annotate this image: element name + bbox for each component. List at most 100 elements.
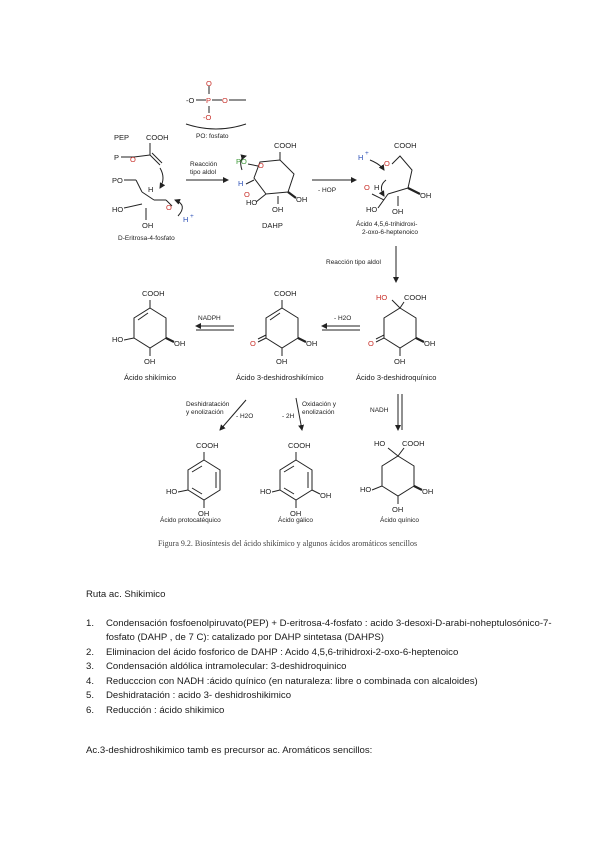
svg-text:tipo aldol: tipo aldol (190, 169, 217, 176)
protocatechuic-label: Ácido protocatéquico (160, 515, 221, 524)
heptenoic-cooh: COOH (394, 141, 417, 150)
svg-text:PO: PO (236, 157, 247, 166)
svg-text:P: P (206, 96, 211, 105)
arrow-nadph: NADPH (195, 315, 234, 331)
dehydroquinic-label: Ácido 3-deshidroquínico (356, 373, 436, 382)
minus-hop: - HOP (318, 187, 336, 194)
arrow-aldol-2: Reacción tipo aldol (326, 246, 399, 283)
shikimic-cooh: COOH (142, 289, 165, 298)
svg-text:HO: HO (376, 293, 387, 302)
svg-text:O: O (222, 96, 228, 105)
shikimic-oh2: OH (144, 357, 155, 366)
erythrose-oh: OH (142, 221, 153, 230)
svg-text:O: O (166, 203, 172, 212)
arrow-minus-h2o: - H2O (321, 315, 360, 331)
svg-text:+: + (365, 150, 369, 157)
gallic-oh1: OH (320, 491, 331, 500)
protocatechuic-cooh: COOH (196, 441, 219, 450)
svg-text:enolización: enolización (302, 409, 335, 416)
heptenoic-oh1: OH (420, 191, 431, 200)
dahp-label: DAHP (262, 221, 283, 230)
arrow-nadh: NADH (370, 394, 403, 431)
dehydration-water: - H2O (236, 413, 253, 420)
step-number: 1. (86, 617, 95, 629)
dahp-ho: HO (246, 198, 257, 207)
svg-text:O: O (258, 161, 264, 170)
heptenoic-structure: COOH H + O O H HO OH OH Ácido 4,5,6-trih… (356, 141, 431, 236)
dehydroquinic-cooh: COOH (404, 293, 427, 302)
svg-text:O: O (384, 159, 390, 168)
erythrose-h: H (148, 185, 153, 194)
protocatechuic-structure: COOH HO OH Ácido protocatéquico (160, 441, 221, 524)
dahp-structure: COOH PO O H O HO OH OH DAHP (236, 141, 307, 230)
quinic-oh1: OH (422, 487, 433, 496)
svg-text:y enolización: y enolización (186, 409, 224, 416)
nadh-label: NADH (370, 407, 389, 414)
shikimic-ho: HO (112, 335, 123, 344)
svg-text:O: O (130, 155, 136, 164)
dehydroshikimic-cooh: COOH (274, 289, 297, 298)
nadph-label: NADPH (198, 315, 221, 322)
svg-text:O: O (364, 183, 370, 192)
step-number: 5. (86, 690, 95, 701)
arrow-minus-hop: - HOP (312, 177, 357, 194)
biosynthesis-figure: -O P O O -O PO: fosfato PEP COOH P (112, 79, 436, 548)
shikimic-label: Ácido shikímico (124, 373, 176, 382)
arrow-oxidation: Oxidación y enolización - 2H (282, 397, 337, 431)
heptenoic-ho: HO (366, 205, 377, 214)
svg-text:HO: HO (374, 439, 385, 448)
gallic-structure: COOH HO OH OH Ácido gálico (260, 441, 331, 524)
svg-text:-O: -O (203, 113, 211, 122)
step-number: 2. (86, 646, 95, 658)
shikimic-structure: COOH HO OH OH Ácido shikímico (112, 289, 185, 382)
step-text: Reducción : ácido shikimico (106, 704, 225, 716)
oxidation-h: - 2H (282, 413, 295, 420)
pep-label: PEP (114, 133, 129, 142)
protocatechuic-ho: HO (166, 487, 177, 496)
gallic-label: Ácido gálico (278, 515, 313, 524)
step-text: Deshidratación : acido 3- deshidroshikim… (106, 690, 292, 701)
svg-text:H: H (183, 215, 188, 224)
list-item: 3.Condensación aldólica intramolecular: … (86, 660, 566, 675)
svg-text:Deshidratación: Deshidratación (186, 401, 230, 408)
step-text: Condensación fosfoenolpiruvato(PEP) + D-… (106, 617, 552, 644)
pep-erythrose-structure: PEP COOH P O PO H O HO (112, 133, 194, 242)
phosphate-group: -O P O O -O PO: fosfato (185, 79, 247, 140)
pep-p: P (114, 153, 119, 162)
step-text: Reducccion con NADH :ácido quínico (en n… (106, 675, 478, 687)
svg-text:+: + (190, 213, 194, 220)
po-label: PO: fosfato (196, 133, 229, 140)
heptenoic-oh2: OH (392, 207, 403, 216)
dahp-cooh: COOH (274, 141, 297, 150)
figure-svg: -O P O O -O PO: fosfato PEP COOH P (112, 79, 436, 548)
svg-text:Oxidación y: Oxidación y (302, 401, 337, 408)
step-number: 4. (86, 675, 95, 687)
svg-text:Reacción: Reacción (190, 161, 217, 168)
shikimic-oh1: OH (174, 339, 185, 348)
gallic-oh2: OH (290, 509, 301, 518)
quinic-oh2: OH (392, 505, 403, 514)
svg-text:O: O (244, 190, 250, 199)
erythrose-label: D-Eritrosa-4-fosfato (118, 235, 175, 242)
heptenoic-label-2: 2-oxo-6-heptenoico (362, 229, 418, 236)
text-block: Ruta ac. Shikimico 1.Condensación fosfoe… (86, 588, 566, 759)
dahp-oh1: OH (296, 195, 307, 204)
quinic-label: Ácido quínico (380, 515, 419, 524)
protocatechuic-oh: OH (198, 509, 209, 518)
dehydroshikimic-structure: COOH O OH OH Ácido 3-deshidroshikímico (236, 289, 324, 382)
steps-list: 1. Condensación fosfoenolpiruvato(PEP) + … (86, 617, 566, 719)
list-item: 5. Deshidratación : acido 3- deshidroshik… (86, 689, 566, 704)
dehydroquinic-oh1: OH (424, 339, 435, 348)
list-item: 2. Eliminacion del ácido fosforico de DAH… (86, 646, 566, 661)
dehydroshikimic-oh2: OH (276, 357, 287, 366)
list-item: 6.Reducción : ácido shikimico (86, 704, 566, 719)
dehydroshikimic-label: Ácido 3-deshidroshikímico (236, 373, 324, 382)
note-text: Ac.3-deshidroshikimico tamb es precursor… (86, 745, 373, 756)
quinic-ho: HO (360, 485, 371, 494)
arrow-aldol-1: Reacción tipo aldol (186, 161, 229, 183)
minus-h2o-label: - H2O (334, 315, 351, 322)
step-text: Eliminacion del ácido fosforico de DAHP … (106, 646, 459, 658)
step-text: Condensación aldólica intramolecular: 3-… (106, 661, 347, 672)
dehydroquinic-structure: HO COOH O OH OH Ácido 3-deshidroquínico (356, 293, 436, 382)
list-item: 1. Condensación fosfoenolpiruvato(PEP) + … (86, 617, 566, 646)
